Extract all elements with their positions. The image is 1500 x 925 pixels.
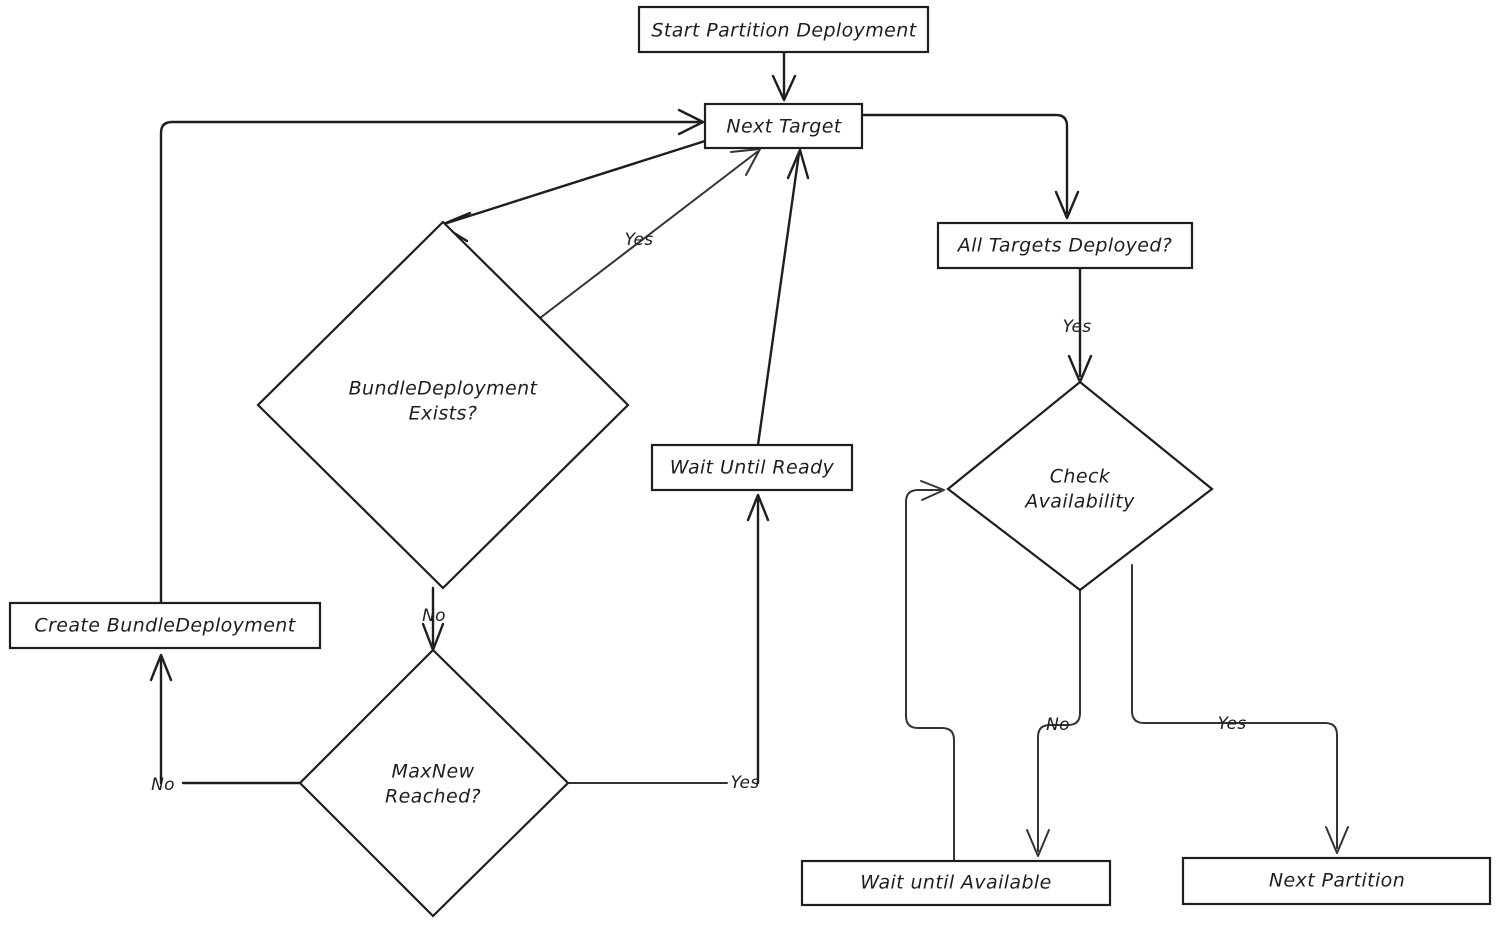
edge-maxnew-yes-to-wait-until-ready: Yes <box>567 493 770 793</box>
edge-label-check-yes: Yes <box>1218 714 1247 734</box>
edge-label-bd-yes: Yes <box>625 230 654 250</box>
node-label-maxnew-line1: MaxNew <box>391 761 474 783</box>
edge-next-target-to-bundledeployment-exists <box>439 139 707 243</box>
edge-start-to-next-target <box>771 50 797 102</box>
edge-create-bundledeployment-to-next-target <box>159 108 705 605</box>
node-next-target[interactable]: Next Target <box>703 102 864 150</box>
edge-bundledeployment-exists-no-to-maxnew: No <box>421 586 446 652</box>
node-all-targets-deployed[interactable]: All Targets Deployed? <box>936 221 1194 270</box>
node-wait-until-available[interactable]: Wait until Available <box>800 859 1112 907</box>
edge-label-alldep-yes: Yes <box>1063 317 1092 337</box>
edge-all-targets-deployed-yes-to-check-availability: Yes <box>1063 266 1093 384</box>
edge-wait-until-available-to-check-availability <box>905 480 955 862</box>
node-label-check-avail-line2: Availability <box>1023 491 1135 513</box>
node-label-check-avail-line1: Check <box>1050 466 1111 488</box>
edge-next-target-to-all-targets-deployed <box>860 113 1080 220</box>
node-label-maxnew-line2: Reached? <box>385 786 481 808</box>
edge-bundledeployment-exists-yes-to-next-target: Yes <box>539 148 761 319</box>
node-bundledeployment-exists[interactable]: BundleDeployment Exists? <box>256 220 630 590</box>
node-label-next-target: Next Target <box>726 116 842 138</box>
node-label-wait-until-available: Wait until Available <box>860 872 1051 894</box>
edge-label-maxnew-yes: Yes <box>731 773 760 793</box>
edge-check-availability-no-to-wait-until-available: No <box>1026 589 1081 857</box>
edge-check-availability-yes-to-next-partition: Yes <box>1131 564 1349 854</box>
edge-label-check-no: No <box>1046 715 1070 735</box>
node-label-next-partition: Next Partition <box>1269 870 1405 892</box>
node-label-wait-until-ready: Wait Until Ready <box>670 457 835 479</box>
node-maxnew-reached[interactable]: MaxNew Reached? <box>298 648 570 918</box>
edge-label-maxnew-no: No <box>151 775 175 795</box>
node-start-partition-deployment[interactable]: Start Partition Deployment <box>637 5 930 54</box>
node-label-create-bd: Create BundleDeployment <box>34 615 296 637</box>
node-label-bd-exists-line2: Exists? <box>409 403 478 425</box>
node-next-partition[interactable]: Next Partition <box>1181 856 1492 906</box>
node-check-availability[interactable]: Check Availability <box>946 380 1214 592</box>
node-label-bd-exists-line1: BundleDeployment <box>349 378 539 400</box>
edge-label-bd-no: No <box>422 606 446 626</box>
node-wait-until-ready[interactable]: Wait Until Ready <box>650 443 854 492</box>
node-create-bundledeployment[interactable]: Create BundleDeployment <box>8 601 322 650</box>
edge-maxnew-no-to-create-bundledeployment: No <box>149 653 302 795</box>
edge-wait-until-ready-to-next-target <box>756 148 810 447</box>
node-label-all-deployed: All Targets Deployed? <box>956 235 1173 257</box>
node-label-start: Start Partition Deployment <box>651 20 917 42</box>
